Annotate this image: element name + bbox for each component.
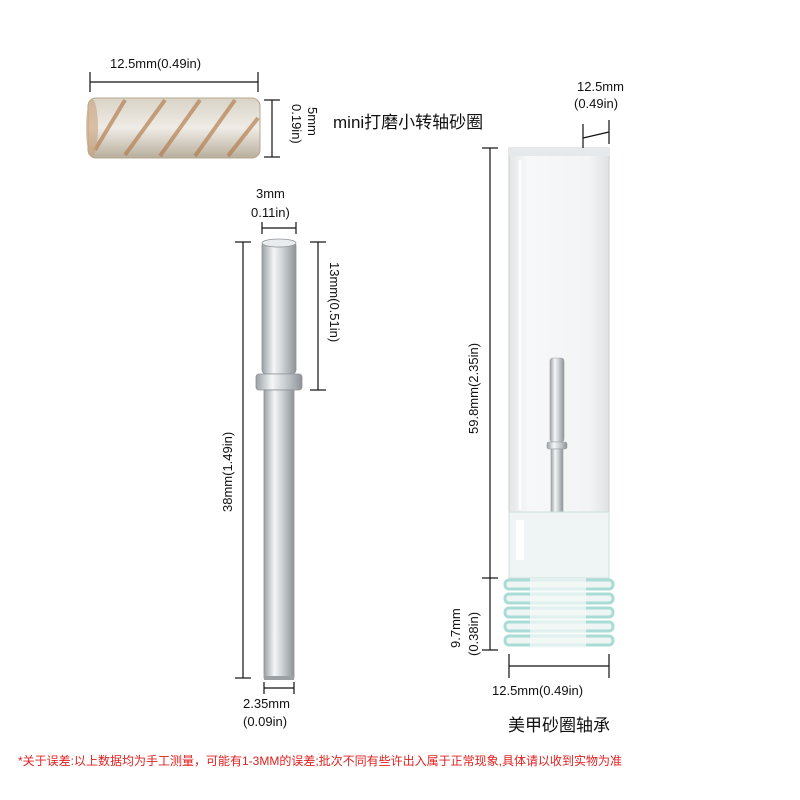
holder-top-dimension <box>582 120 610 148</box>
head-length-label: 13mm(0.51in) <box>327 262 342 343</box>
holder-title: 美甲砂圈轴承 <box>508 716 610 735</box>
mandrel-illustration <box>255 238 303 680</box>
band-height-dimension <box>264 99 280 158</box>
tip-width-in-label: 0.11in) <box>251 205 290 220</box>
holder-base-dimension <box>482 578 498 651</box>
holder-top-in-label: (0.49in) <box>574 96 619 111</box>
total-length-label: 38mm(1.49in) <box>220 431 235 512</box>
band-height-in-label: 0.19in) <box>289 104 304 144</box>
holder-base-in-label: (0.38in) <box>466 611 481 656</box>
mandrel-total-dimension <box>235 241 251 679</box>
mandrel-tip-dimension <box>261 222 297 234</box>
holder-case-label: 59.8mm(2.35in) <box>466 342 481 434</box>
mandrel-head-dimension <box>310 241 326 391</box>
shaft-width-mm-label: 2.35mm <box>243 696 290 711</box>
holder-base-mm-label: 9.7mm <box>448 608 463 648</box>
band-width-dimension <box>89 72 259 92</box>
sanding-band-title: mini打磨小转轴砂圈 <box>333 113 484 132</box>
band-height-mm-label: 5mm <box>305 107 320 136</box>
holder-top-mm-label: 12.5mm <box>577 79 624 94</box>
sanding-band-illustration <box>86 97 261 159</box>
shaft-width-in-label: (0.09in) <box>243 714 288 729</box>
holder-width-dimension <box>508 654 610 678</box>
holder-width-label: 12.5mm(0.49in) <box>492 683 584 698</box>
holder-illustration <box>503 147 615 648</box>
tip-width-mm-label: 3mm <box>256 186 285 201</box>
band-width-label: 12.5mm(0.49in) <box>110 56 202 71</box>
mandrel-shaft-dimension <box>263 682 295 694</box>
measurement-error-note: *关于误差:以上数据均为手工测量，可能有1-3MM的误差;批次不同有些许出入属于… <box>18 754 623 768</box>
holder-case-dimension <box>482 147 498 579</box>
